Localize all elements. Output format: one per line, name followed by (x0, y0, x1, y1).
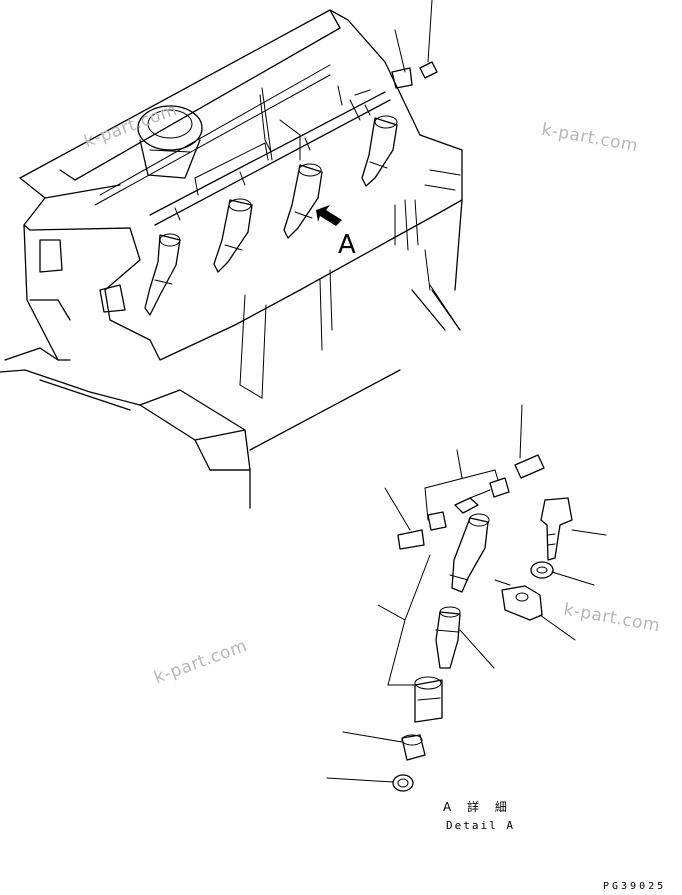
fuel-rail (149, 89, 391, 226)
leader-line (261, 87, 273, 161)
injector-1 (144, 233, 181, 316)
drawing-number: PG39025 (603, 881, 667, 892)
engine-block (19, 9, 463, 399)
leader-line (337, 85, 343, 106)
oil-filler-cap (137, 105, 203, 179)
injector-3 (283, 163, 323, 239)
leader-line (429, 284, 461, 331)
lower-bracket (0, 347, 401, 509)
solid-arrow-icon (316, 205, 342, 226)
callout-label: A (338, 230, 356, 260)
detail-title-jp: A 詳 細 (443, 800, 513, 814)
rail-clip (391, 0, 438, 89)
detail-a-parts (326, 404, 607, 792)
injector-2 (213, 198, 253, 273)
injector-4 (361, 115, 398, 187)
detail-title-en: Detail A (446, 819, 515, 832)
